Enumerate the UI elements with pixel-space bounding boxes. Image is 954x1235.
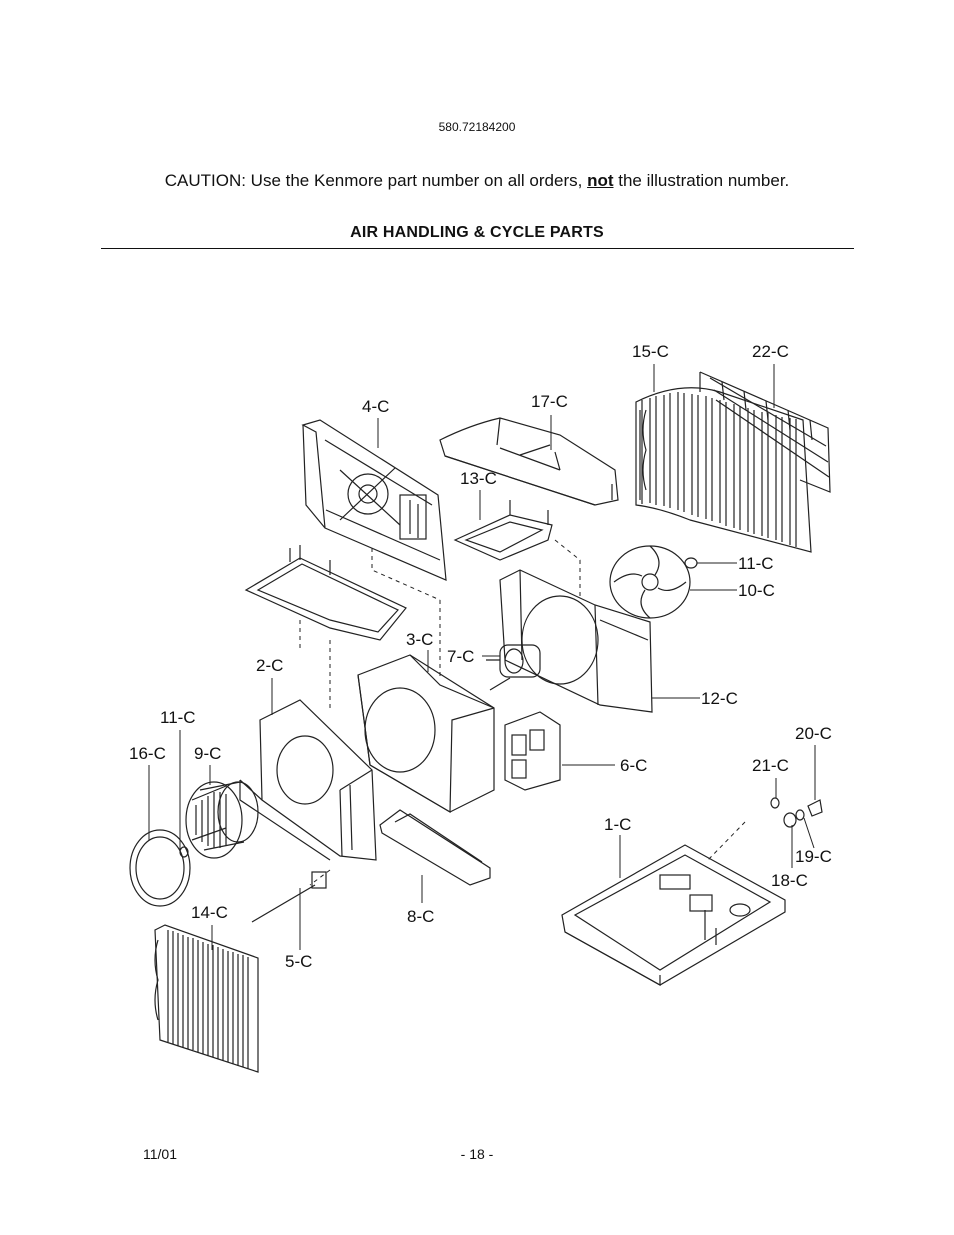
part-blower-wheel — [185, 781, 259, 859]
caution-note: CAUTION: Use the Kenmore part number on … — [0, 171, 954, 191]
label-1c: 1-C — [604, 815, 631, 834]
part-tray — [453, 500, 553, 561]
part-deck-plate — [244, 545, 407, 641]
label-21c: 21-C — [752, 756, 789, 775]
part-nut-upper — [684, 557, 698, 569]
part-condenser-coil — [635, 387, 812, 553]
part-scroll-housing — [357, 654, 495, 814]
footer-date: 11/01 — [143, 1146, 177, 1162]
part-shroud — [499, 569, 653, 713]
label-18c: 18-C — [771, 871, 808, 890]
label-2c: 2-C — [256, 656, 283, 675]
label-6c: 6-C — [620, 756, 647, 775]
label-8c: 8-C — [407, 907, 434, 926]
label-16c: 16-C — [129, 744, 166, 763]
part-fitting-20 — [807, 799, 823, 817]
label-4c: 4-C — [362, 397, 389, 416]
part-base-pan — [561, 844, 786, 987]
label-22c: 22-C — [752, 342, 789, 361]
caution-suffix: the illustration number. — [613, 171, 790, 190]
part-control-bracket — [504, 711, 561, 791]
part-blower-ring — [129, 829, 191, 907]
label-15c: 15-C — [632, 342, 669, 361]
caution-emphasis: not — [587, 171, 614, 190]
label-11c-upper: 11-C — [738, 554, 774, 573]
label-3c: 3-C — [406, 630, 433, 649]
part-top-cover — [439, 417, 619, 506]
part-evaporator-coil — [154, 924, 259, 1073]
label-11c-lower: 11-C — [160, 708, 196, 727]
label-9c: 9-C — [194, 744, 221, 763]
label-20c: 20-C — [795, 724, 832, 743]
part-fitting-21 — [770, 797, 780, 809]
part-grille — [699, 371, 831, 493]
page-number: - 18 - — [460, 1146, 494, 1162]
part-clip-lower — [179, 846, 189, 858]
label-19c: 19-C — [795, 847, 832, 866]
label-13c: 13-C — [460, 469, 497, 488]
label-7c: 7-C — [447, 647, 474, 666]
label-17c: 17-C — [531, 392, 568, 411]
part-fan-blade — [609, 545, 691, 619]
title-rule — [101, 248, 854, 249]
label-14c: 14-C — [191, 903, 228, 922]
part-motor — [486, 644, 541, 691]
caution-prefix: CAUTION: Use the Kenmore part number on … — [164, 171, 588, 190]
leader-lines — [148, 364, 816, 950]
part-front-frame — [239, 699, 377, 861]
model-number: 580.72184200 — [438, 120, 516, 134]
part-fitting-18 — [783, 812, 797, 828]
part-thermistor — [251, 871, 327, 923]
part-drain-channel — [379, 809, 491, 886]
leader-lines-dashed — [299, 539, 746, 886]
section-title: AIR HANDLING & CYCLE PARTS — [350, 224, 604, 241]
label-5c: 5-C — [285, 952, 312, 971]
part-front-partition — [301, 419, 447, 581]
part-fitting-19 — [795, 809, 805, 821]
label-12c: 12-C — [701, 689, 738, 708]
label-10c: 10-C — [738, 581, 775, 600]
